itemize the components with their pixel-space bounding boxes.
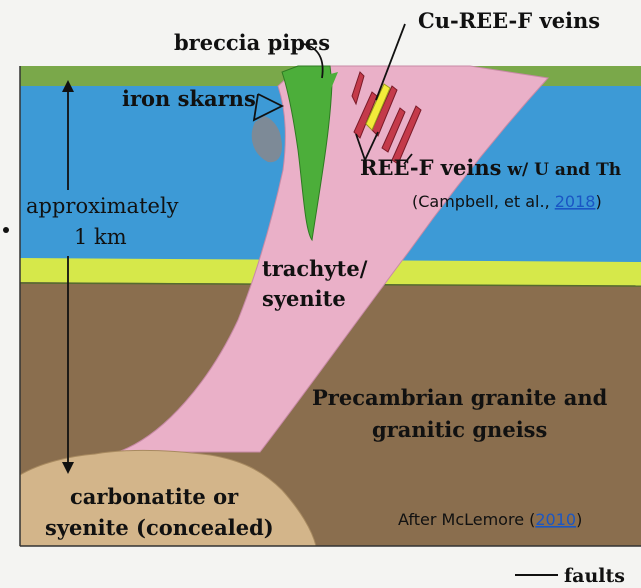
campbell-year-link[interactable]: 2018 [555,192,596,211]
breccia-pipes-label: breccia pipes [174,30,330,55]
approximately-label: approximately [26,194,179,218]
granitic-gneiss-label: granitic gneiss [372,417,547,442]
one-km-label: 1 km [74,225,127,249]
trachyte-label: trachyte/ [262,256,368,281]
mclemore-citation: After McLemore (2010) [398,510,582,529]
carbonatite-label: carbonatite or [70,484,239,509]
syenite-label: syenite [262,286,346,311]
bullet-dot [3,227,9,233]
iron-skarns-label: iron skarns [122,86,256,111]
syenite-concealed-label: syenite (concealed) [45,515,274,540]
mclemore-year-link[interactable]: 2010 [535,510,576,529]
faults-legend-label: faults [564,565,625,587]
precambrian-label: Precambrian granite and [312,385,608,410]
cu-ree-f-veins-label: Cu-REE-F veins [418,8,600,33]
campbell-citation: (Campbell, et al., 2018) [412,192,602,211]
